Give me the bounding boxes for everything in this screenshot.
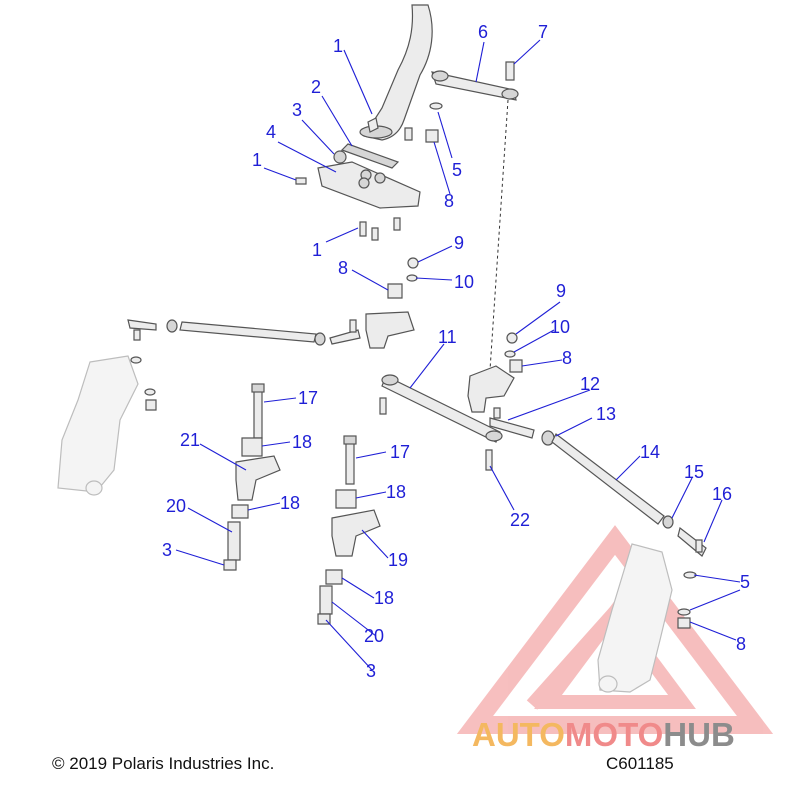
idler-bracket-left: [365, 311, 415, 349]
callout-10-middle: 10: [454, 272, 474, 292]
callout-18-left-top: 18: [292, 432, 312, 452]
callout-5-right: 5: [740, 572, 750, 592]
callout-21: 21: [180, 430, 200, 450]
callout-2: 2: [311, 77, 321, 97]
callout-9-middle: 9: [454, 233, 464, 253]
callout-18-middle-top: 18: [386, 482, 406, 502]
callout-7: 7: [538, 22, 548, 42]
callout-3-middle: 3: [366, 661, 376, 681]
callout-18-middle-bottom: 18: [374, 588, 394, 608]
center-link: [381, 374, 503, 443]
hardware-right: [504, 332, 523, 373]
callout-3-left: 3: [162, 540, 172, 560]
steering-column: [359, 4, 433, 141]
callout-8-middle: 8: [338, 258, 348, 278]
callout-8-right: 8: [562, 348, 572, 368]
assembly-line: [489, 99, 509, 371]
idler-bracket-right: [467, 365, 515, 413]
callout-14: 14: [640, 442, 660, 462]
callout-17-middle: 17: [390, 442, 410, 462]
callout-15: 15: [684, 462, 704, 482]
callout-10-right: 10: [550, 317, 570, 337]
tie-rod-left: [127, 319, 361, 411]
callout-16: 16: [712, 484, 732, 504]
callout-20-middle: 20: [364, 626, 384, 646]
callout-8-right-lower: 8: [736, 634, 746, 654]
callouts: 1 2 3 4 1 1 6 7 5 8 9 8 10 9 10 8 11 12 …: [162, 22, 750, 681]
callout-18-left-bottom: 18: [280, 493, 300, 513]
diagram-code: C601185: [606, 754, 674, 773]
hardware-middle: [387, 257, 419, 299]
callout-8-top: 8: [444, 191, 454, 211]
callout-12: 12: [580, 374, 600, 394]
watermark-part-3: HUB: [663, 716, 735, 753]
callout-22: 22: [510, 510, 530, 530]
knuckle-right: [597, 543, 673, 693]
copyright-notice: © 2019 Polaris Industries Inc.: [52, 754, 275, 773]
bolts-center: [379, 397, 493, 471]
mounting-bracket: [317, 150, 421, 209]
callout-13: 13: [596, 404, 616, 424]
bolts-group-1: [295, 177, 401, 241]
callout-1-left: 1: [252, 150, 262, 170]
callout-17-left: 17: [298, 388, 318, 408]
gasket-plate: [340, 143, 400, 169]
pivot-stack-middle: [317, 435, 381, 625]
callout-11: 11: [438, 327, 457, 347]
watermark-part-1: AUTO: [472, 716, 565, 753]
callout-1-top: 1: [333, 36, 343, 56]
callout-19: 19: [388, 550, 408, 570]
leader-lines: [175, 39, 741, 671]
washer-nut-upper: [425, 102, 443, 143]
callout-3-top: 3: [292, 100, 302, 120]
pitman-arm: [431, 61, 519, 101]
callout-1-lower: 1: [312, 240, 322, 260]
callout-6: 6: [478, 22, 488, 42]
callout-4: 4: [266, 122, 276, 142]
watermark-part-2: MOTO: [564, 716, 664, 753]
tie-rod-right: [489, 407, 707, 557]
callout-5-top: 5: [452, 160, 462, 180]
pivot-stack-left: [223, 383, 281, 571]
hardware-knuckle-right: [677, 571, 697, 629]
watermark-text: AUTOMOTOHUB: [472, 716, 735, 754]
knuckle-left: [57, 355, 139, 496]
callout-20-left: 20: [166, 496, 186, 516]
callout-9-right: 9: [556, 281, 566, 301]
